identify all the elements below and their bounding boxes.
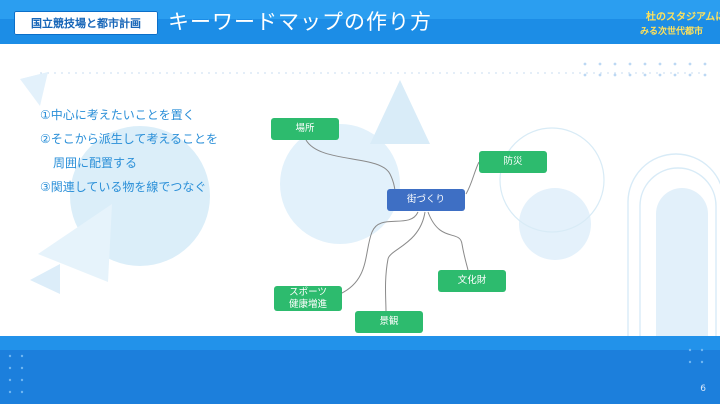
node-place: 場所 [271, 118, 339, 140]
footer-dots [8, 348, 704, 394]
logo-line-2: みる次世代都市 [640, 27, 704, 37]
instruction-list: ①中心に考えたいことを置く ②そこから派生して考えることを 周囲に配置する ③関… [40, 103, 218, 199]
node-cultural-property: 文化財 [438, 270, 506, 292]
footer-bar: 6 [0, 336, 720, 404]
node-disaster-prevention: 防災 [479, 151, 547, 173]
page-number: 6 [700, 384, 706, 394]
node-sports-label: スポーツ [289, 286, 327, 298]
slide-title: キーワードマップの作り方 [168, 10, 432, 34]
instruction-item-1: ①中心に考えたいことを置く [40, 108, 195, 122]
node-center-town-planning: 街づくり [387, 189, 465, 211]
header-band [0, 0, 720, 19]
node-sports-health: スポーツ 健康増進 [274, 286, 342, 311]
instruction-item-2: ②そこから派生して考えることを [40, 132, 219, 146]
header-bar: 国立競技場と都市計画 キーワードマップの作り方 杜のスタジアムに みる次世代都市 [0, 0, 720, 44]
footer-band [0, 336, 720, 350]
content-area: ①中心に考えたいことを置く ②そこから派生して考えることを 周囲に配置する ③関… [0, 44, 720, 336]
instruction-item-2-continued: 周囲に配置する [53, 156, 138, 170]
node-landscape: 景観 [355, 311, 423, 333]
node-health-label: 健康増進 [288, 298, 327, 310]
instruction-item-3: ③関連している物を線でつなぐ [40, 180, 207, 194]
logo: 杜のスタジアムに みる次世代都市 [640, 8, 720, 40]
logo-line-1: 杜のスタジアムに [646, 12, 720, 23]
background-decoration [20, 62, 720, 336]
section-badge: 国立競技場と都市計画 [14, 11, 158, 35]
